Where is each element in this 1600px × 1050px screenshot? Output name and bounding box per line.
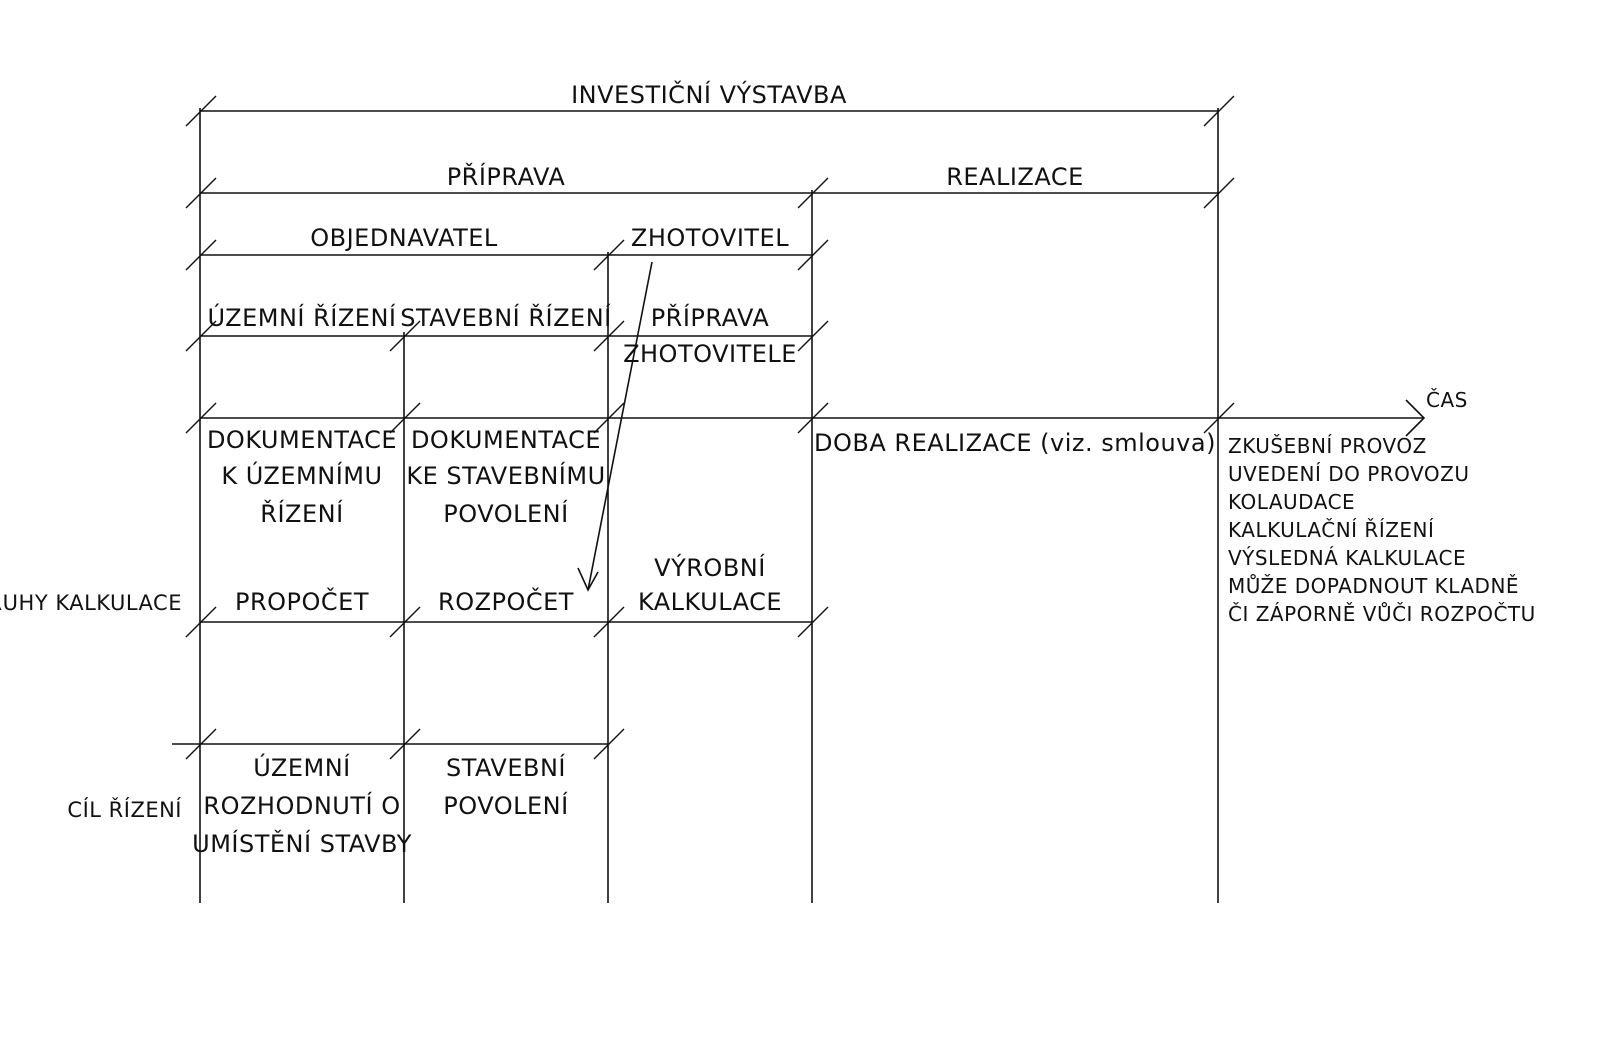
goal-uzemni-line3: UMÍSTĚNÍ STAVBY — [192, 829, 412, 858]
vyrobni-kalkulace-line1: VÝROBNÍ — [654, 553, 766, 582]
cil-rizeni-label: CÍL ŘÍZENÍ — [67, 797, 182, 822]
note-uvedeni-do-provozu: UVEDENÍ DO PROVOZU — [1228, 462, 1469, 486]
goal-stavebni-line1: STAVEBNÍ — [446, 753, 566, 782]
dok-stavebni-line3: POVOLENÍ — [443, 499, 568, 528]
rozpocet-label: ROZPOČET — [438, 586, 574, 616]
tick-mark — [185, 606, 217, 638]
note-kolaudace: KOLAUDACE — [1228, 490, 1355, 514]
arrow-shaft — [587, 261, 653, 591]
tick-mark — [185, 239, 217, 271]
note-muze-dopadnout: MŮŽE DOPADNOUT KLADNĚ — [1228, 574, 1519, 598]
tick-mark — [185, 728, 217, 760]
stavebni-rizeni-label: STAVEBNÍ ŘÍZENÍ — [400, 303, 612, 332]
tick-mark — [593, 728, 625, 760]
tick-mark — [797, 239, 829, 271]
tick-mark — [593, 239, 625, 271]
priprava-zhotovitele-line2: ZHOTOVITELE — [623, 340, 797, 368]
phase-realizace-label: REALIZACE — [946, 163, 1084, 191]
tick-mark — [797, 177, 829, 209]
note-kalkulacni-rizeni: KALKULAČNÍ ŘÍZENÍ — [1228, 518, 1434, 542]
tick-mark — [1203, 402, 1235, 434]
dok-stavebni-line1: DOKUMENTACE — [411, 426, 601, 454]
tick-mark — [389, 606, 421, 638]
doba-realizace-label: DOBA REALIZACE (viz. smlouva) — [814, 429, 1216, 457]
druhy-kalkulace-label: DRUHY KALKULACE — [0, 591, 182, 615]
priprava-zhotovitele-line1: PŘÍPRAVA — [651, 303, 770, 332]
dok-uzemni-line3: ŘÍZENÍ — [260, 499, 343, 528]
tick-mark — [797, 320, 829, 352]
phase-priprava-label: PŘÍPRAVA — [447, 162, 566, 191]
tick-mark — [1203, 177, 1235, 209]
uzemni-rizeni-label: ÚZEMNÍ ŘÍZENÍ — [207, 302, 396, 332]
arrow-head — [577, 567, 599, 592]
zhotovitel-to-rozpocet-arrow — [577, 261, 653, 592]
dok-uzemni-line2: K ÚZEMNÍMU — [221, 460, 382, 490]
tick-mark — [593, 402, 625, 434]
diagram-title: INVESTIČNÍ VÝSTAVBA — [571, 79, 847, 109]
vyrobni-kalkulace-line2: KALKULACE — [638, 588, 782, 616]
goal-stavebni-line2: POVOLENÍ — [443, 791, 568, 820]
tick-mark — [593, 320, 625, 352]
propocet-label: PROPOČET — [235, 586, 369, 616]
after-realization-notes: ZKUŠEBNÍ PROVOZ UVEDENÍ DO PROVOZU KOLAU… — [1228, 434, 1536, 626]
tick-mark — [185, 95, 217, 127]
tick-mark — [389, 402, 421, 434]
goal-uzemni-line2: ROZHODNUTÍ O — [203, 791, 400, 820]
note-ci-zaporne: ČI ZÁPORNĚ VŮČI ROZPOČTU — [1228, 602, 1536, 626]
horizontal-spans — [172, 110, 1426, 745]
party-objednavatel-label: OBJEDNAVATEL — [310, 224, 498, 252]
tick-marks — [185, 95, 1235, 760]
vertical-boundaries — [199, 108, 1219, 903]
tick-mark — [797, 606, 829, 638]
time-axis-arrowhead — [1405, 399, 1426, 437]
tick-mark — [797, 402, 829, 434]
tick-mark — [185, 320, 217, 352]
tick-mark — [185, 177, 217, 209]
tick-mark — [389, 320, 421, 352]
note-vysledna-kalkulace: VÝSLEDNÁ KALKULACE — [1228, 546, 1466, 570]
tick-mark — [389, 728, 421, 760]
dok-stavebni-line2: KE STAVEBNÍMU — [406, 461, 605, 490]
goal-uzemni-line1: ÚZEMNÍ — [253, 752, 351, 782]
tick-mark — [185, 402, 217, 434]
party-zhotovitel-label: ZHOTOVITEL — [631, 224, 789, 252]
note-zkusebni-provoz: ZKUŠEBNÍ PROVOZ — [1228, 434, 1427, 458]
tick-mark — [1203, 95, 1235, 127]
dok-uzemni-line1: DOKUMENTACE — [207, 426, 397, 454]
time-axis-label: ČAS — [1426, 388, 1468, 412]
tick-mark — [593, 606, 625, 638]
